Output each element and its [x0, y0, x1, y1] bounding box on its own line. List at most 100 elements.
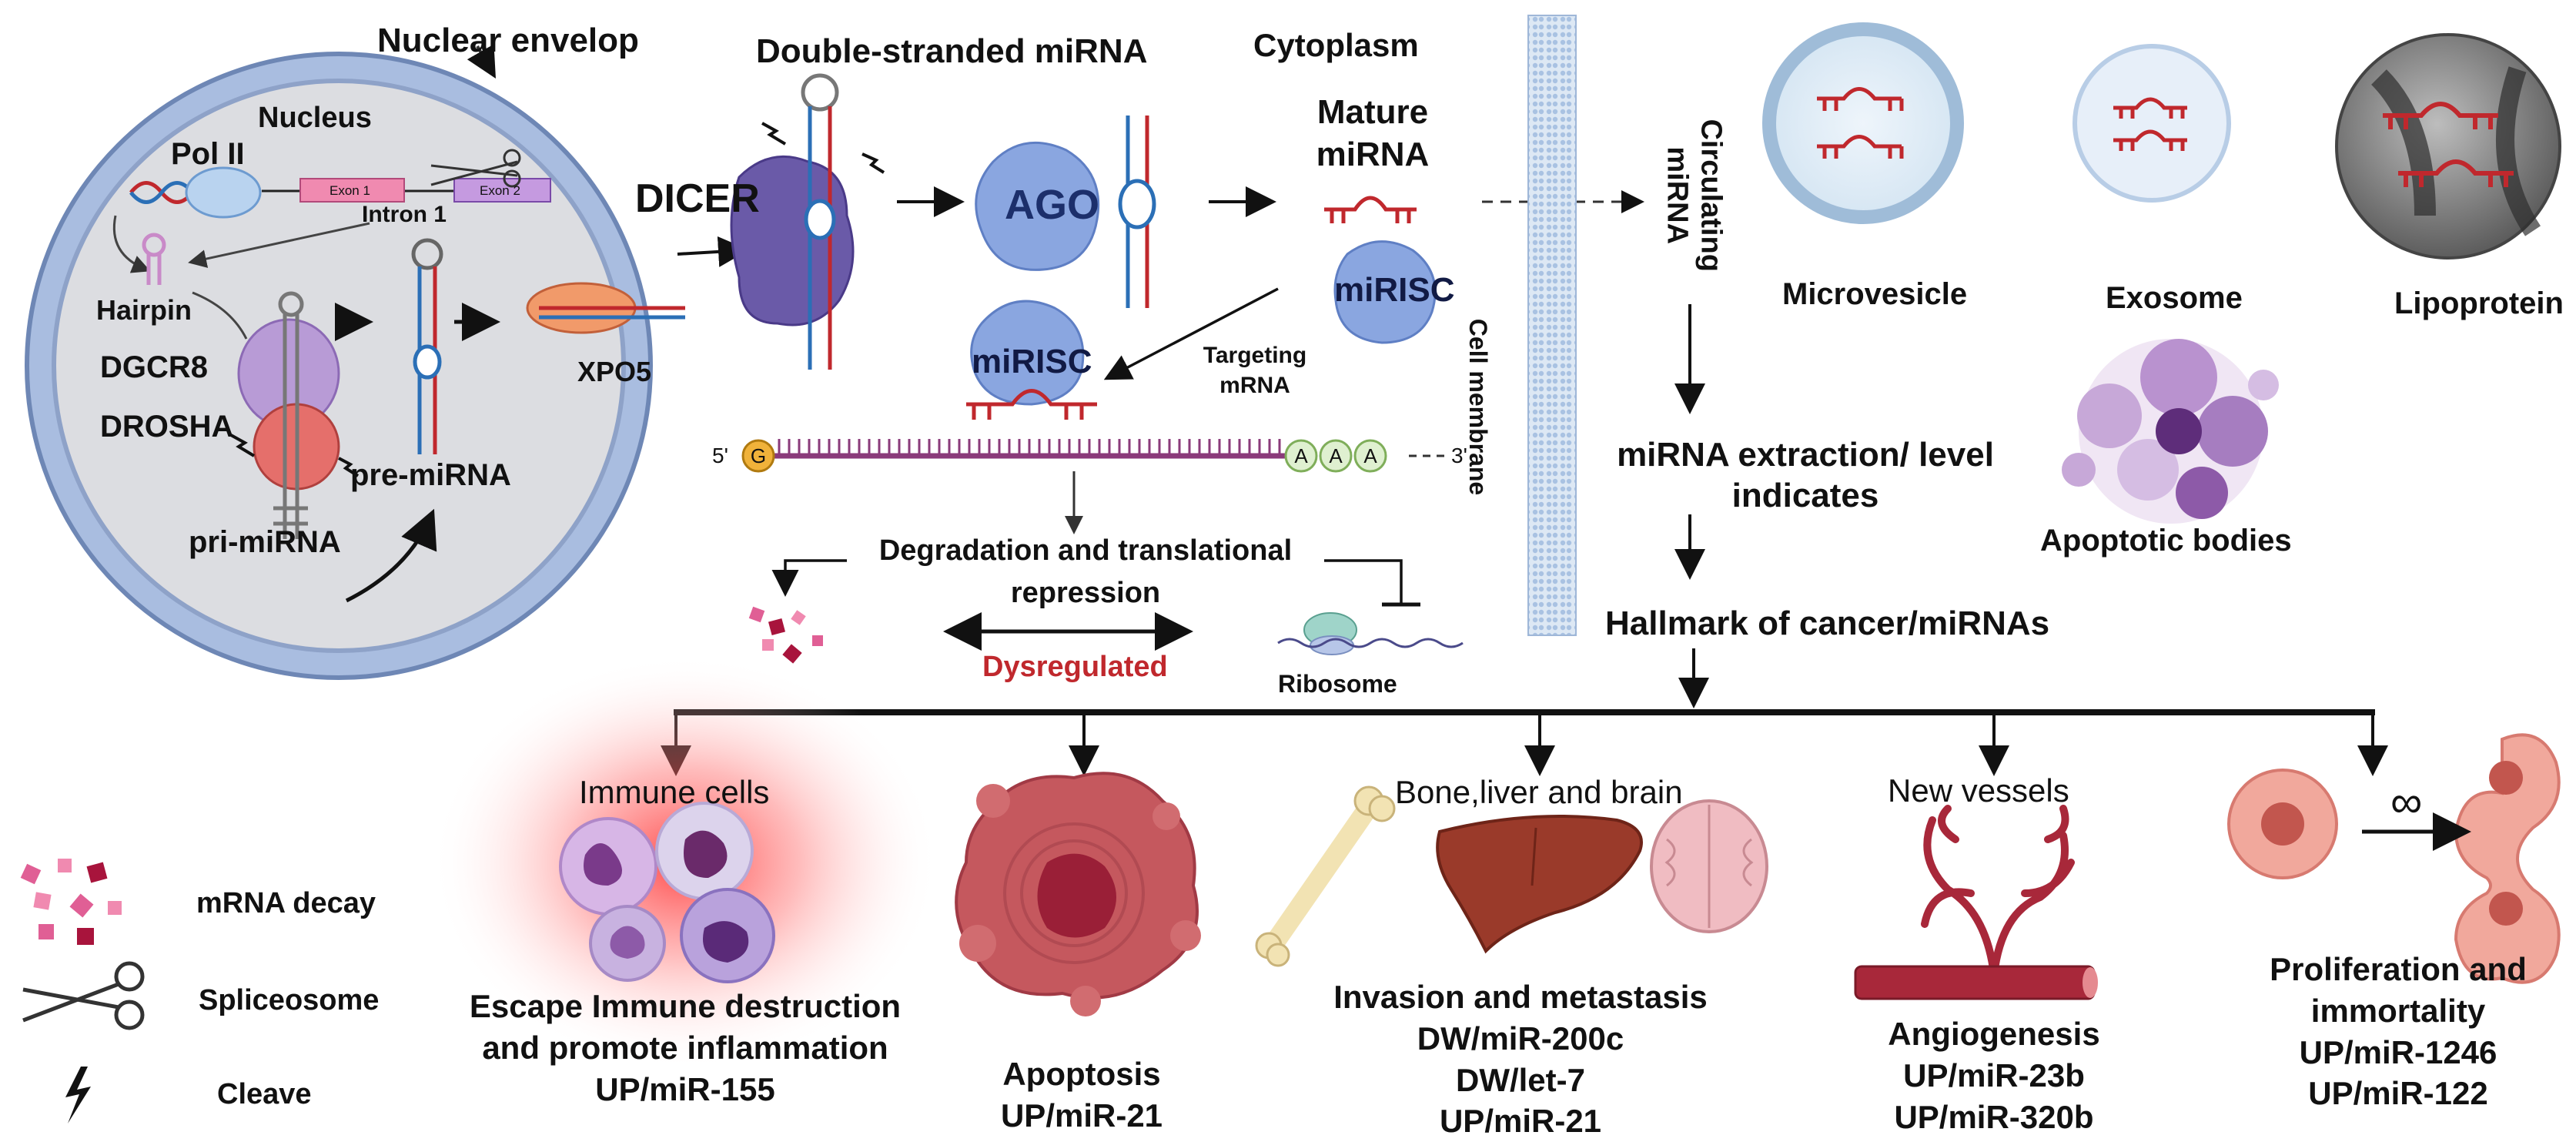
mirna-extraction-label: miRNA extraction/ level indicates: [1601, 435, 2009, 517]
apoptotic-bodies-label: Apoptotic bodies: [2040, 524, 2292, 558]
mrna-decay-legend-label: mRNA decay: [196, 887, 376, 919]
dysregulated-label: Dysregulated: [982, 651, 1168, 683]
apoptosis-cell-icon: [955, 772, 1201, 1016]
exon2-label: Exon 2: [480, 183, 520, 198]
immune-line3: UP/miR-155: [595, 1070, 775, 1107]
cytoplasm-label: Cytoplasm: [1253, 27, 1419, 63]
spliceosome-legend-label: Spliceosome: [199, 984, 380, 1016]
targeting-line2: mRNA: [1219, 373, 1290, 398]
targeting-line1: Targeting: [1203, 343, 1307, 368]
hairpin-label: Hairpin: [96, 294, 192, 326]
angiogenesis-line1: Angiogenesis: [1888, 1016, 2100, 1052]
immune-hallmark-text: Escape Immune destruction and promote in…: [443, 986, 928, 1110]
exosome-label: Exosome: [2106, 281, 2243, 315]
extraction-line2: indicates: [1731, 476, 1879, 514]
ribosome-label: Ribosome: [1278, 670, 1397, 698]
xpo5-label: XPO5: [577, 356, 652, 387]
new-vessels-icon: [1854, 805, 2098, 1000]
brain-icon: [1650, 799, 1768, 933]
polya-label-3: A: [1363, 444, 1377, 467]
microvesicle-label: Microvesicle: [1782, 277, 1968, 311]
targeting-mrna-label: Targeting mRNA: [1178, 340, 1332, 400]
infinity-symbol: ∞: [2390, 777, 2423, 827]
bone-icon: [1255, 785, 1396, 967]
nuclear-envelope-label: Nuclear envelop: [377, 22, 639, 59]
dicer-label: DICER: [635, 176, 760, 221]
intron1-label: Intron 1: [362, 202, 447, 227]
polya-a1: [1284, 439, 1318, 473]
ago-protein: [975, 141, 1100, 271]
five-prime-label: 5': [712, 444, 728, 467]
apoptosis-hallmark-text: Apoptosis UP/miR-21: [943, 1053, 1220, 1137]
nucleus-label: Nucleus: [258, 102, 372, 134]
scissors-small-icon: [430, 149, 521, 188]
invasion-line2: DW/miR-200c: [1417, 1020, 1624, 1057]
double-stranded-mirna-label: Double-stranded miRNA: [756, 32, 1148, 70]
mrna-decay-legend-icon: [20, 859, 122, 945]
pre-mirna-label: pre-miRNA: [350, 458, 511, 492]
hallmark-label: Hallmark of cancer/miRNAs: [1605, 604, 2050, 642]
extraction-line1: miRNA extraction/ level: [1617, 436, 1994, 474]
proliferation-line2: immortality: [2310, 992, 2486, 1029]
apoptosis-line1: Apoptosis: [1002, 1056, 1161, 1092]
pre-mirna-nucleus: [411, 238, 443, 454]
immune-line1: Escape Immune destruction: [469, 988, 902, 1024]
ago-label: AGO: [1005, 182, 1100, 228]
invasion-hallmark-text: Invasion and metastasis DW/miR-200c DW/l…: [1282, 976, 1759, 1142]
circulating-mirna-label: Circulating miRNA: [1660, 80, 1728, 311]
proliferation-line3: UP/miR-1246: [2299, 1033, 2497, 1070]
exon1-box: [299, 178, 405, 203]
lipoprotein-label: Lipoprotein: [2394, 286, 2564, 320]
exon1-label: Exon 1: [330, 183, 370, 198]
mrna-cap: [741, 439, 775, 473]
mrna-strand: [741, 439, 1447, 473]
exosome-icon: [2073, 44, 2231, 203]
mirisc-top-protein: [1333, 240, 1437, 344]
liver-icon: [1436, 815, 1643, 954]
decay-fragments: [748, 606, 823, 664]
proliferation-hallmark-text: Proliferation and immortality UP/miR-124…: [2236, 949, 2560, 1114]
apoptotic-bodies-icon: [2062, 339, 2279, 524]
immune-cells-header: Immune cells: [579, 774, 770, 810]
invasion-line4: UP/miR-21: [1439, 1103, 1602, 1140]
dgcr8-label: DGCR8: [100, 350, 209, 384]
polya-label-1: A: [1294, 444, 1308, 467]
invasion-header: Bone,liver and brain: [1395, 774, 1683, 810]
polya-a2: [1319, 439, 1353, 473]
proliferation-line4: UP/miR-122: [2308, 1075, 2488, 1112]
angiogenesis-hallmark-text: Angiogenesis UP/miR-23b UP/miR-320b: [1840, 1013, 2148, 1137]
mature-mirna-line2: miRNA: [1316, 136, 1430, 173]
mature-mirna-line1: Mature: [1316, 93, 1429, 131]
proliferation-cells-icon: [2227, 733, 2561, 984]
polya-label-2: A: [1329, 444, 1343, 467]
polya-a3: [1353, 439, 1387, 473]
pri-mirna-label: pri-miRNA: [189, 525, 341, 559]
three-prime-label: 3': [1451, 444, 1467, 467]
microvesicle-icon: [1762, 22, 1964, 224]
proliferation-line1: Proliferation and: [2270, 951, 2527, 987]
angiogenesis-line2: UP/miR-23b: [1903, 1057, 2085, 1093]
pri-mirna-strand: [273, 291, 308, 539]
cell-membrane-label: Cell membrane: [1464, 318, 1493, 496]
scissors-legend-icon: [22, 961, 145, 1030]
mirisc-bottom-protein: [970, 300, 1085, 406]
mirisc-bottom-label: miRISC: [972, 343, 1092, 380]
circulating-line1: Circulating: [1694, 119, 1728, 272]
ago-rna-duplex: [1118, 116, 1156, 308]
cell-membrane: [1527, 15, 1577, 636]
ribosome-icon: [1277, 612, 1464, 655]
immune-line2: and promote inflammation: [482, 1029, 888, 1066]
degradation-line2: repression: [1010, 577, 1161, 610]
angiogenesis-line3: UP/miR-320b: [1894, 1098, 2094, 1135]
mature-mirna-strand: [1324, 196, 1417, 223]
immune-cells-icon: [559, 802, 775, 983]
new-vessels-header: New vessels: [1888, 772, 2069, 809]
pol2-label: Pol II: [171, 137, 245, 171]
invasion-line1: Invasion and metastasis: [1333, 979, 1708, 1015]
invasion-line3: DW/let-7: [1456, 1061, 1585, 1098]
degradation-label: Degradation and translational repression: [851, 530, 1320, 615]
cap-label: G: [750, 444, 767, 467]
dicer-rna-duplex: [801, 73, 839, 370]
cleave-legend-icon: [65, 1067, 91, 1124]
